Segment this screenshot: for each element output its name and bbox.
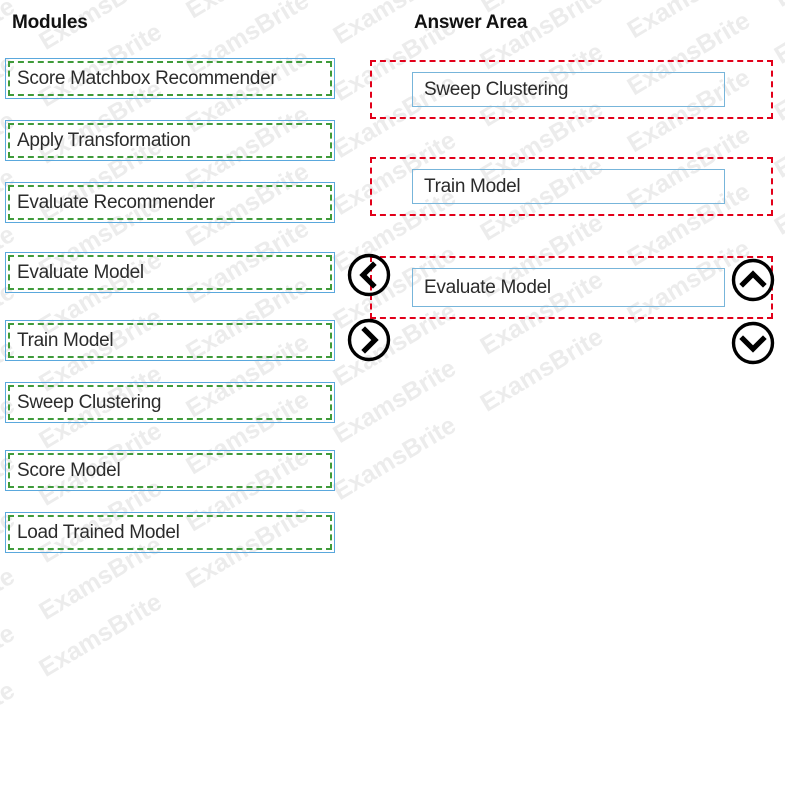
module-tile[interactable]: Evaluate Recommender	[5, 182, 335, 223]
module-tile-label: Train Model	[17, 330, 113, 352]
watermark-text: ExamsBrite	[0, 607, 27, 727]
move-left-chevron-icon[interactable]	[347, 253, 391, 297]
module-tile-label: Sweep Clustering	[17, 392, 161, 414]
module-tile[interactable]: Apply Transformation	[5, 120, 335, 161]
module-tile-label: Score Matchbox Recommender	[17, 68, 276, 90]
answer-slot[interactable]: Sweep Clustering	[370, 60, 773, 119]
module-tile-label: Load Trained Model	[17, 522, 180, 544]
move-down-chevron-icon[interactable]	[731, 321, 775, 365]
watermark-text: ExamsBrite	[0, 550, 27, 670]
module-tile[interactable]: Evaluate Model	[5, 252, 335, 293]
module-tile-label: Score Model	[17, 460, 120, 482]
module-tile-label: Apply Transformation	[17, 130, 191, 152]
answer-slot-label: Evaluate Model	[424, 277, 551, 299]
answer-slot[interactable]: Evaluate Model	[370, 256, 773, 319]
module-tile[interactable]: Load Trained Model	[5, 512, 335, 553]
answer-slot[interactable]: Train Model	[370, 157, 773, 216]
modules-column-title: Modules	[12, 12, 88, 34]
module-tile-label: Evaluate Model	[17, 262, 144, 284]
module-tile[interactable]: Score Model	[5, 450, 335, 491]
module-tile[interactable]: Score Matchbox Recommender	[5, 58, 335, 99]
move-right-chevron-icon[interactable]	[347, 318, 391, 362]
module-tile[interactable]: Sweep Clustering	[5, 382, 335, 423]
answer-slot-label: Train Model	[424, 176, 520, 198]
module-tile[interactable]: Train Model	[5, 320, 335, 361]
watermark-text: ExamsBrite	[0, 664, 27, 784]
module-tile-label: Evaluate Recommender	[17, 192, 215, 214]
answer-slot-label: Sweep Clustering	[424, 79, 568, 101]
watermark-text: ExamsBrite	[27, 576, 174, 696]
move-up-chevron-icon[interactable]	[731, 258, 775, 302]
answer-area-column-title: Answer Area	[414, 12, 527, 34]
